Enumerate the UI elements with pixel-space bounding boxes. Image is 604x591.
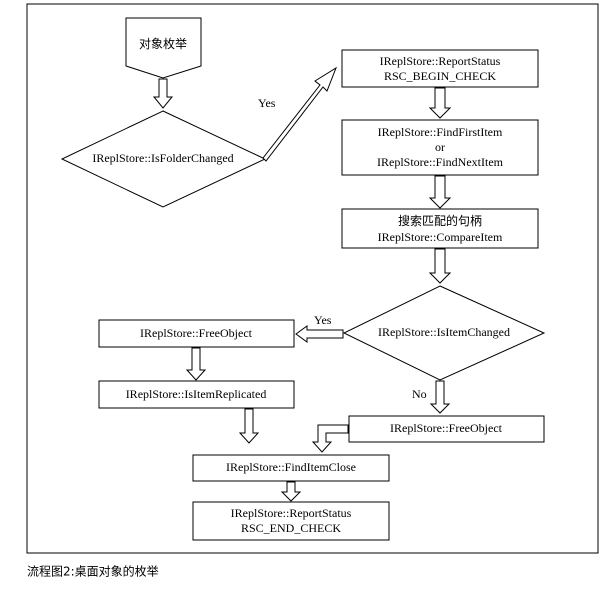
figure-caption: 流程图2:桌面对象的枚举: [27, 564, 159, 579]
free-object-left-label: IReplStore::FreeObject: [140, 326, 253, 340]
arrow-find-to-compare: [428, 175, 452, 209]
start-node: 对象枚举: [125, 17, 202, 79]
is-folder-changed-label: IReplStore::IsFolderChanged: [92, 151, 233, 165]
is-item-changed-decision: IReplStore::IsItemChanged: [342, 285, 546, 381]
compare-item-box: 搜索匹配的句柄 IReplStore::CompareItem: [341, 208, 539, 249]
item-changed-yes-label: Yes: [314, 313, 332, 327]
arrow-start-to-folder-check: [152, 78, 174, 109]
is-item-replicated-box: IReplStore::IsItemReplicated: [98, 380, 295, 409]
find-item-close-box: IReplStore::FindItemClose: [192, 454, 390, 482]
is-item-changed-label: IReplStore::IsItemChanged: [378, 325, 510, 339]
find-item-box: IReplStore::FindFirstItem or IReplStore:…: [341, 119, 539, 176]
free-object-right-box: IReplStore::FreeObject: [348, 415, 545, 443]
report-status-begin-line2: RSC_BEGIN_CHECK: [384, 69, 496, 83]
compare-item-line2: IReplStore::CompareItem: [378, 230, 503, 244]
item-changed-no-label: No: [412, 387, 427, 401]
report-status-end-line2: RSC_END_CHECK: [241, 521, 341, 535]
arrow-folder-yes: [262, 66, 338, 162]
report-status-begin-box: IReplStore::ReportStatus RSC_BEGIN_CHECK: [341, 49, 539, 88]
arrow-free-object-to-close: [311, 424, 349, 453]
compare-item-line1: 搜索匹配的句柄: [398, 213, 482, 228]
is-item-replicated-label: IReplStore::IsItemReplicated: [126, 387, 267, 401]
start-node-label: 对象枚举: [139, 36, 187, 51]
report-status-end-box: IReplStore::ReportStatus RSC_END_CHECK: [192, 501, 390, 541]
find-first-item-label: IReplStore::FindFirstItem: [378, 125, 503, 139]
find-item-close-label: IReplStore::FindItemClose: [226, 460, 356, 474]
arrow-close-to-end: [280, 481, 302, 502]
find-item-or-label: or: [435, 140, 445, 154]
arrow-item-changed-yes: [295, 325, 344, 343]
report-status-end-line1: IReplStore::ReportStatus: [231, 506, 352, 520]
arrow-compare-to-item-changed: [428, 248, 452, 284]
is-folder-changed-decision: IReplStore::IsFolderChanged: [60, 110, 267, 208]
arrow-begin-to-find: [428, 87, 452, 119]
arrow-item-changed-no: [429, 380, 451, 414]
folder-yes-label: Yes: [258, 96, 276, 110]
arrow-replicated-down: [238, 408, 260, 444]
free-object-right-label: IReplStore::FreeObject: [390, 421, 503, 435]
find-next-item-label: IReplStore::FindNextItem: [377, 155, 504, 169]
free-object-left-box: IReplStore::FreeObject: [98, 319, 295, 348]
diagram-frame: [26, 3, 599, 554]
arrow-free-object-to-replicated: [185, 347, 207, 381]
report-status-begin-line1: IReplStore::ReportStatus: [380, 54, 501, 68]
